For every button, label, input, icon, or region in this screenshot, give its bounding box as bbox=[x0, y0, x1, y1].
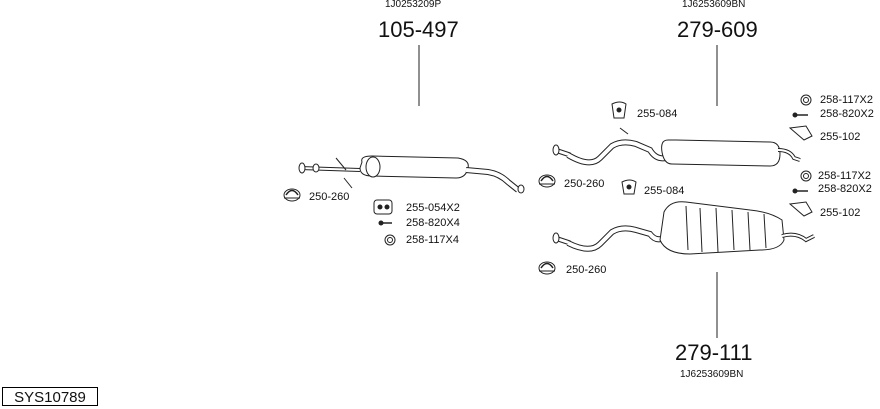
mid-hanger-top-label: 255-084 bbox=[637, 108, 678, 120]
mid-ring-label: 258-117X2 bbox=[820, 94, 874, 106]
rear-ring-label: 258-117X2 bbox=[818, 170, 872, 182]
mid-silencer bbox=[552, 127, 801, 167]
mid-clamp-label: 250-260 bbox=[564, 178, 605, 190]
mid-clamp-icon bbox=[538, 174, 556, 188]
front-part-number: 105-497 bbox=[378, 17, 459, 42]
front-hanger-icon bbox=[373, 199, 393, 215]
rear-ring-icon bbox=[800, 170, 812, 182]
mid-hanger-top-icon bbox=[611, 101, 627, 119]
rear-oem-number: 1J6253609BN bbox=[680, 369, 744, 380]
rear-bracket-label: 255-102 bbox=[820, 207, 861, 219]
front-oem-number: 1J0253209P bbox=[385, 0, 442, 10]
rear-part-number: 279-111 bbox=[675, 340, 753, 365]
mid-bracket-label: 255-102 bbox=[820, 131, 861, 143]
mid-hanger-mid-icon bbox=[621, 179, 637, 195]
mid-hanger-mid-label: 255-084 bbox=[644, 185, 685, 197]
mid-bolt-icon bbox=[792, 112, 808, 118]
rear-clamp-icon bbox=[538, 261, 556, 275]
front-hanger-label: 255-054X2 bbox=[406, 202, 460, 214]
rear-bolt-label: 258-820X2 bbox=[818, 183, 872, 195]
front-bolt-icon bbox=[378, 220, 392, 226]
rear-bracket-icon bbox=[788, 201, 813, 217]
front-silencer-pipe bbox=[298, 155, 525, 194]
front-bolt-label: 258-820X4 bbox=[406, 217, 460, 229]
mid-ring-icon bbox=[800, 94, 812, 106]
diagram-id-box: SYS10789 bbox=[2, 387, 98, 406]
mid-bolt-label: 258-820X2 bbox=[820, 108, 874, 120]
mid-oem-number: 1J6253609BN bbox=[682, 0, 746, 10]
rear-silencer bbox=[552, 201, 815, 255]
rear-clamp-label: 250-260 bbox=[566, 264, 607, 276]
front-clamp-label: 250-260 bbox=[309, 191, 350, 203]
front-ring-icon bbox=[384, 234, 396, 246]
mid-part-number: 279-609 bbox=[677, 17, 758, 42]
front-clamp-icon bbox=[283, 188, 301, 202]
rear-bolt-icon bbox=[792, 188, 808, 194]
front-ring-label: 258-117X4 bbox=[406, 234, 460, 246]
mid-bracket-icon bbox=[788, 125, 813, 141]
